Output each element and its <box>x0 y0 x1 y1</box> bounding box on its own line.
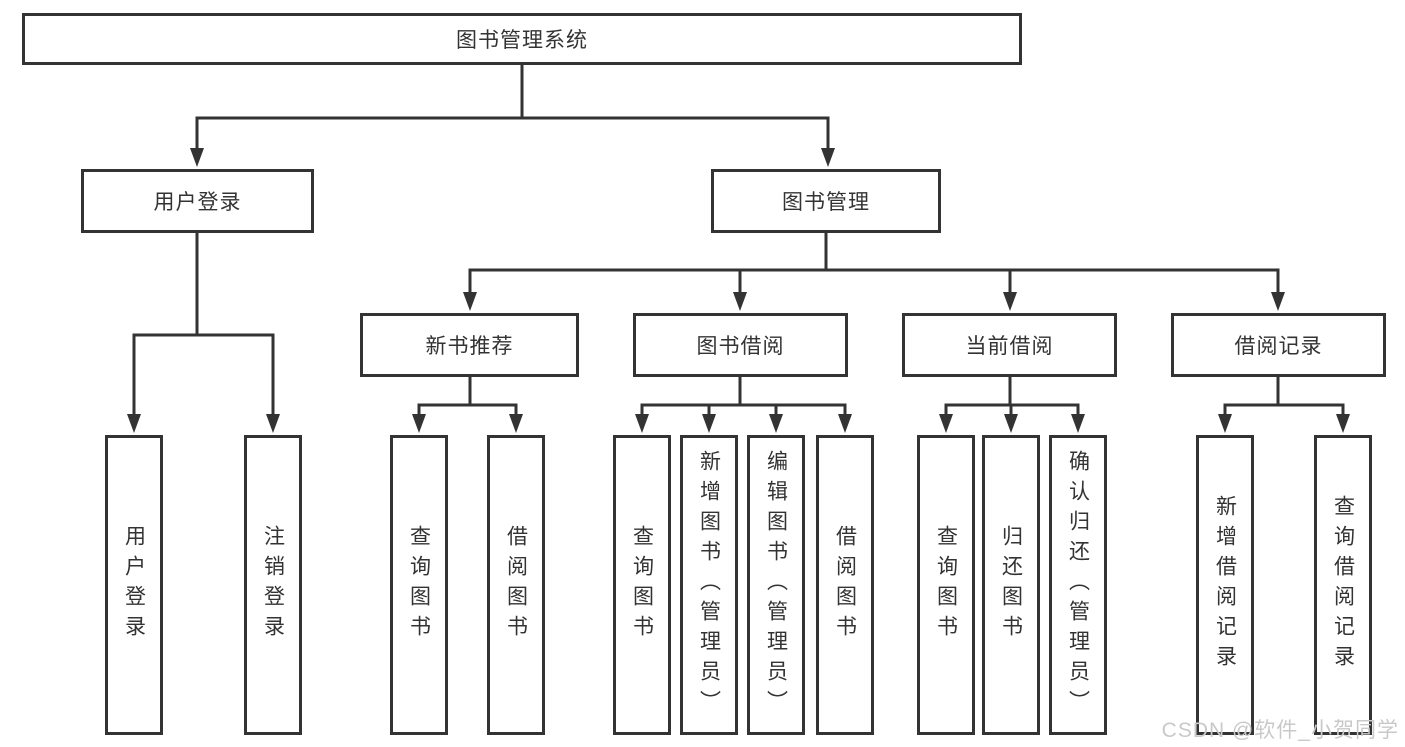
leaf-newbook-borrow: 借阅图书 <box>487 435 545 735</box>
connector-root-to-level2 <box>190 63 835 167</box>
leaf-records-add: 新增借阅记录 <box>1196 435 1254 735</box>
leaf-current-return-label: 归还图书 <box>999 525 1023 645</box>
node-book-management: 图书管理 <box>711 169 941 233</box>
leaf-logout-label: 注销登录 <box>261 525 285 645</box>
connector-records-to-leaves <box>1218 375 1350 433</box>
leaf-user-login: 用户登录 <box>105 435 163 735</box>
node-book-management-label: 图书管理 <box>782 191 870 214</box>
leaf-current-confirm-admin: 确认归还（管理员） <box>1049 435 1107 735</box>
node-current-borrow-label: 当前借阅 <box>965 335 1054 358</box>
leaf-borrow-edit-admin: 编辑图书（管理员） <box>747 435 805 735</box>
leaf-current-return: 归还图书 <box>982 435 1040 735</box>
connector-login-to-leaves <box>127 231 280 433</box>
leaf-records-add-label: 新增借阅记录 <box>1213 495 1237 675</box>
connector-borrow-to-leaves <box>635 375 852 433</box>
leaf-user-login-label: 用户登录 <box>122 525 146 645</box>
node-user-login-label: 用户登录 <box>153 191 242 214</box>
leaf-newbook-query-label: 查询图书 <box>407 525 431 645</box>
leaf-logout: 注销登录 <box>244 435 302 735</box>
leaf-records-query-label: 查询借阅记录 <box>1331 495 1355 675</box>
leaf-borrow-query-label: 查询图书 <box>630 525 654 645</box>
node-root-library-system: 图书管理系统 <box>22 13 1022 65</box>
node-current-borrow: 当前借阅 <box>902 313 1117 377</box>
leaf-borrow-book-label: 借阅图书 <box>833 525 857 645</box>
leaf-borrow-edit-admin-label: 编辑图书（管理员） <box>764 450 788 720</box>
leaf-borrow-add-admin-label: 新增图书（管理员） <box>697 450 721 720</box>
leaf-borrow-add-admin: 新增图书（管理员） <box>680 435 738 735</box>
node-borrow-records-label: 借阅记录 <box>1234 335 1323 358</box>
node-new-book-recommend: 新书推荐 <box>360 313 579 377</box>
leaf-newbook-borrow-label: 借阅图书 <box>504 525 528 645</box>
leaf-records-query: 查询借阅记录 <box>1314 435 1372 735</box>
node-root-label: 图书管理系统 <box>456 29 588 52</box>
connector-newbook-to-leaves <box>412 375 523 433</box>
leaf-current-query-label: 查询图书 <box>934 525 958 645</box>
leaf-current-confirm-admin-label: 确认归还（管理员） <box>1066 450 1090 720</box>
leaf-newbook-query: 查询图书 <box>390 435 448 735</box>
node-book-borrow: 图书借阅 <box>633 313 848 377</box>
leaf-borrow-book: 借阅图书 <box>816 435 874 735</box>
connector-mgmt-to-level3 <box>463 231 1285 311</box>
node-user-login: 用户登录 <box>81 169 314 233</box>
connector-current-to-leaves <box>939 375 1085 433</box>
node-borrow-records: 借阅记录 <box>1171 313 1386 377</box>
node-new-book-recommend-label: 新书推荐 <box>425 335 514 358</box>
csdn-watermark: CSDN @软件_小贺同学 <box>1161 719 1399 742</box>
node-book-borrow-label: 图书借阅 <box>696 335 785 358</box>
leaf-current-query: 查询图书 <box>917 435 975 735</box>
leaf-borrow-query: 查询图书 <box>613 435 671 735</box>
